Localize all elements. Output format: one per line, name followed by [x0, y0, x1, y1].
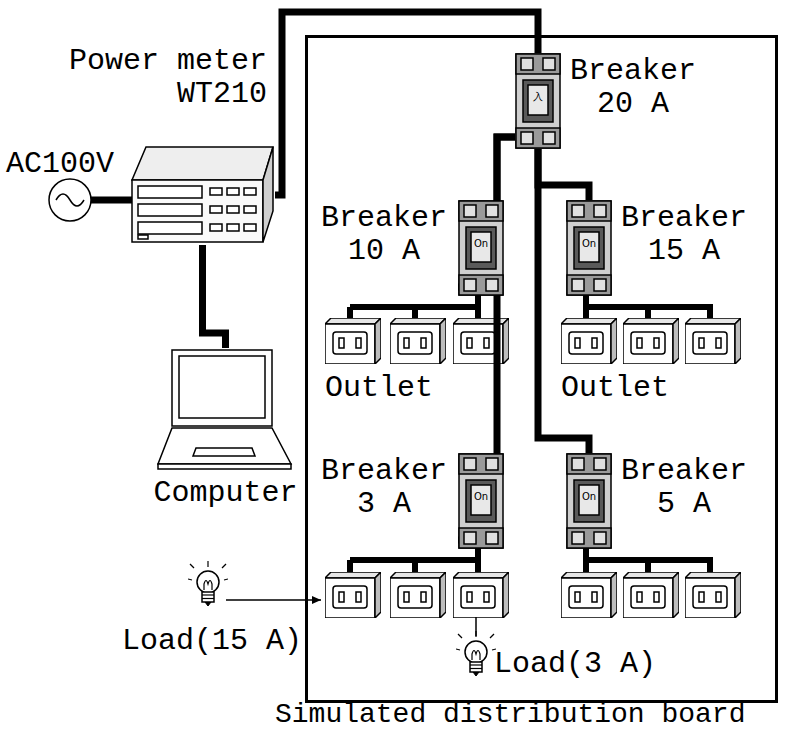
ac-source [49, 179, 91, 221]
switch-text: On [579, 238, 599, 250]
switch-text: On [471, 238, 491, 250]
wire [538, 149, 589, 200]
breaker-label: Breaker 5 A [618, 455, 750, 521]
distribution-board: Simulated distribution boardBreaker 20 A… [305, 35, 778, 703]
breaker: Breaker 10 AOn [458, 200, 504, 296]
outlet-label: Outlet [561, 372, 669, 405]
outlet-wiring [350, 290, 713, 574]
breaker: Breaker 3 AOn [458, 453, 504, 549]
load-label: Load(3 A) [494, 648, 656, 681]
breaker: Breaker 20 A入 [515, 53, 561, 149]
switch-text: On [471, 491, 491, 503]
outlet-label: Outlet [325, 372, 433, 405]
computer-label: Computer [143, 477, 308, 510]
breaker: Breaker 15 AOn [566, 200, 612, 296]
power-meter: Power meter WT210 [130, 145, 275, 245]
meter-drawing [130, 145, 275, 245]
laptop-computer: Computer [158, 348, 293, 473]
lamp-load [188, 561, 228, 606]
computer-drawing [158, 348, 293, 473]
wire [203, 245, 226, 348]
wire [458, 137, 515, 540]
wire [91, 197, 133, 204]
voltage-label: AC100V [6, 148, 114, 181]
breaker-label: Breaker 20 A [567, 55, 699, 121]
board-caption: Simulated distribution board [275, 701, 745, 729]
meter-label: Power meter WT210 [45, 45, 267, 111]
breaker-label: Breaker 10 A [318, 202, 450, 268]
wire [538, 149, 589, 453]
breaker-label: Breaker 3 A [318, 455, 450, 521]
wire [458, 137, 515, 287]
breaker: Breaker 5 AOn [566, 453, 612, 549]
load-label: Load(15 A) [122, 625, 302, 658]
switch-text: On [579, 491, 599, 503]
switch-text: 入 [528, 91, 548, 103]
breaker-label: Breaker 15 A [618, 202, 750, 268]
lamp-load [456, 631, 496, 676]
